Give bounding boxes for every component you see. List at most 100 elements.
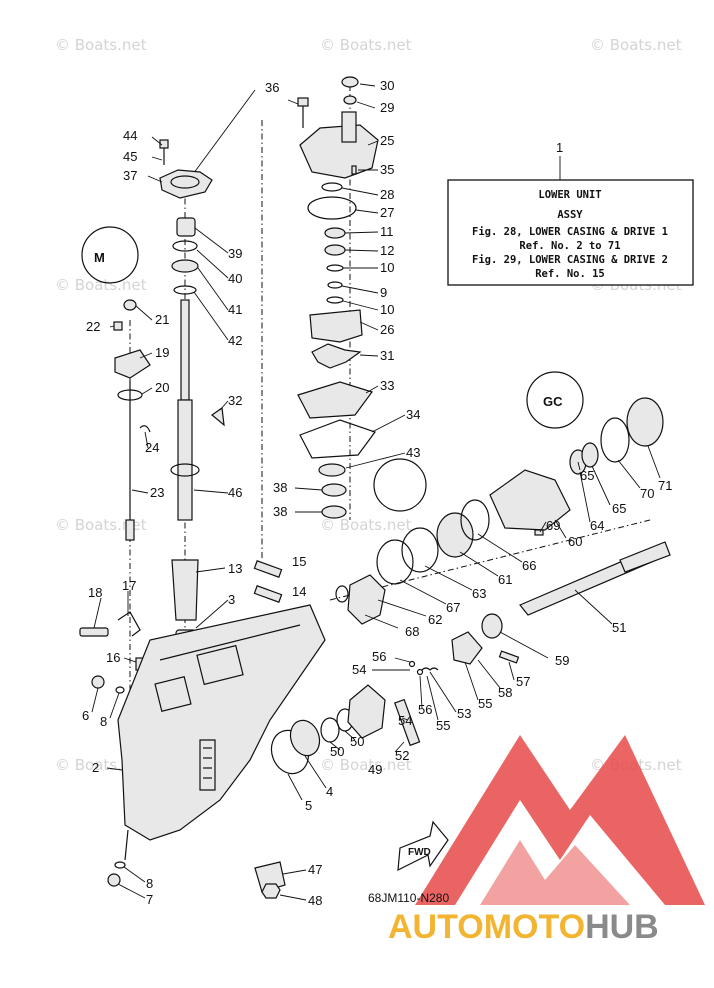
callout-label: 33	[380, 378, 394, 393]
callout-label: 18	[88, 585, 102, 600]
key-parts	[253, 560, 283, 603]
info-box-line: Fig. 28, LOWER CASING & DRIVE 1	[472, 226, 668, 238]
callout-label: 36	[265, 80, 279, 95]
callout-label: 9	[380, 285, 387, 300]
info-box-line: Ref. No. 2 to 71	[519, 240, 620, 252]
callout-label: 40	[228, 271, 242, 286]
callout-label: 51	[612, 620, 626, 635]
drive-shaft-parts	[79, 139, 225, 694]
automotohub-logo-mark	[415, 735, 705, 905]
callout-label: 10	[380, 302, 394, 317]
callout-label: 8	[100, 714, 107, 729]
callout-label: 34	[406, 407, 420, 422]
callout-label: 66	[522, 558, 536, 573]
callout-label: 54	[398, 713, 412, 728]
info-box-line: Ref. No. 15	[535, 268, 605, 280]
callout-label: 6	[82, 708, 89, 723]
callout-label: 64	[590, 518, 604, 533]
callout-label: 71	[658, 478, 672, 493]
callout-label: 38	[273, 504, 287, 519]
callout-label: 59	[555, 653, 569, 668]
callout-label: 65	[580, 468, 594, 483]
callout-label: 54	[352, 662, 366, 677]
callout-label: 61	[498, 572, 512, 587]
callout-label: 48	[308, 893, 322, 908]
diagram-code: 68JM110-N280	[368, 891, 449, 905]
watermark: © Boats.net	[320, 36, 412, 54]
callout-label: 67	[446, 600, 460, 615]
callout-label: 26	[380, 322, 394, 337]
callout-label: 3	[228, 592, 235, 607]
callout-label: 58	[498, 685, 512, 700]
callout-label: 29	[380, 100, 394, 115]
lower-casing	[107, 604, 326, 887]
callout-numbers: 36 30 29 25 44 45 37 35 28 27 39 11 12 4…	[82, 78, 672, 908]
callout-label: 32	[228, 393, 242, 408]
watermark: © Boats.net	[55, 276, 147, 294]
fwd-label: FWD	[408, 847, 431, 858]
watermark: © Boats.net	[55, 36, 147, 54]
callout-label: 42	[228, 333, 242, 348]
callout-label: 14	[292, 584, 306, 599]
callout-label: 21	[155, 312, 169, 327]
callout-label: 56	[418, 702, 432, 717]
callout-label: 8	[146, 876, 153, 891]
callout-label: 2	[92, 760, 99, 775]
callout-label: 57	[516, 674, 530, 689]
callout-label: 15	[292, 554, 306, 569]
callout-label: 47	[308, 862, 322, 877]
callout-label: 1	[556, 140, 563, 155]
callout-label: 22	[86, 319, 100, 334]
callout-label: 52	[395, 748, 409, 763]
detail-insets: M GC	[81, 226, 584, 429]
callout-label: 50	[330, 744, 344, 759]
automotohub-wordmark: AUTOMOTOHUB	[388, 908, 659, 946]
callout-label: 39	[228, 246, 242, 261]
callout-label: 65	[612, 501, 626, 516]
callout-label: 62	[428, 612, 442, 627]
watermark: © Boats.net	[55, 516, 147, 534]
watermark: © Boats.net	[590, 36, 682, 54]
callout-label: 55	[478, 696, 492, 711]
callout-label: 20	[155, 380, 169, 395]
callout-label: 49	[368, 762, 382, 777]
callout-label: 69	[546, 518, 560, 533]
inset-mark: M	[94, 250, 105, 265]
callout-label: 68	[405, 624, 419, 639]
callout-label: 41	[228, 302, 242, 317]
callout-label: 27	[380, 205, 394, 220]
callout-label: 7	[146, 892, 153, 907]
callout-label: 11	[380, 224, 394, 239]
callout-label: 46	[228, 485, 242, 500]
callout-label: 45	[123, 149, 137, 164]
callout-leader-lines	[91, 83, 661, 901]
callout-label: 10	[380, 260, 394, 275]
callout-label: 55	[436, 718, 450, 733]
water-pump-parts	[297, 76, 427, 519]
callout-label: 43	[406, 445, 420, 460]
callout-label: 35	[380, 162, 394, 177]
info-box-line: Fig. 29, LOWER CASING & DRIVE 2	[472, 254, 668, 266]
callout-label: 56	[372, 649, 386, 664]
propeller-shaft-parts	[335, 397, 671, 676]
callout-label: 23	[150, 485, 164, 500]
callout-label: 12	[380, 243, 394, 258]
callout-label: 19	[155, 345, 169, 360]
forward-direction-indicator: FWD 68JM110-N280	[368, 820, 449, 905]
callout-label: 70	[640, 486, 654, 501]
callout-label: 5	[305, 798, 312, 813]
callout-label: 24	[145, 440, 159, 455]
callout-label: 4	[326, 784, 333, 799]
brand-name: AUTOMOTOHUB	[388, 908, 659, 946]
callout-label: 25	[380, 133, 394, 148]
callout-label: 31	[380, 348, 394, 363]
callout-label: 13	[228, 561, 242, 576]
watermark: © Boats.net	[320, 756, 412, 774]
callout-label: 16	[106, 650, 120, 665]
info-box-title: LOWER UNIT	[538, 189, 601, 201]
pinion-gear-parts	[254, 861, 286, 899]
callout-label: 53	[457, 706, 471, 721]
callout-label: 50	[350, 734, 364, 749]
callout-label: 30	[380, 78, 394, 93]
